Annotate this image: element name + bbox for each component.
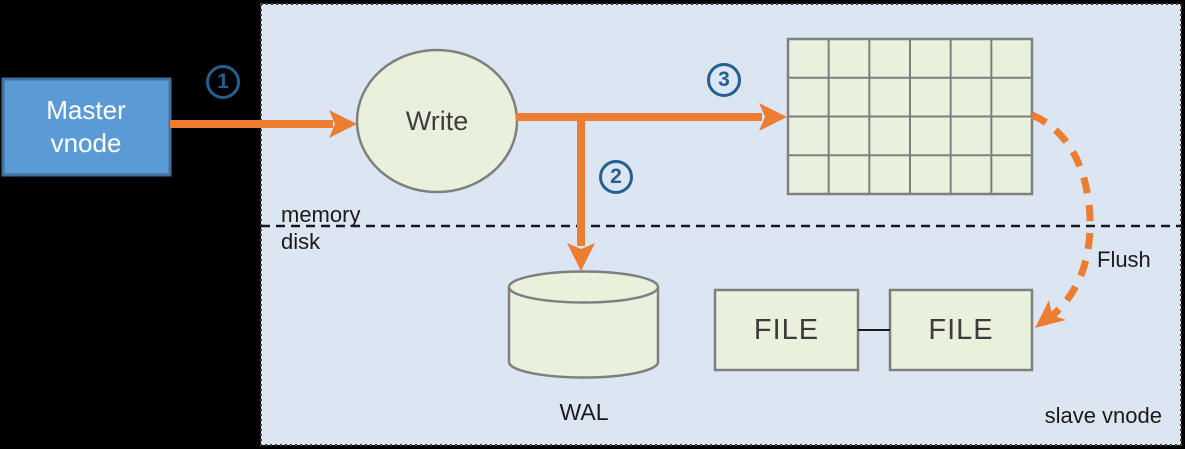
memtable-grid-lines (788, 39, 1032, 194)
disk-label: disk (281, 229, 321, 254)
wal-label: WAL (559, 399, 609, 425)
step-3-number: 3 (718, 68, 730, 91)
master-vnode-label-line1: Master (46, 95, 126, 125)
arrow-step3 (516, 103, 787, 131)
master-vnode-box (1, 77, 172, 177)
step-2-badge: 2 (599, 160, 633, 194)
file-box-1 (713, 288, 860, 372)
step-1-number: 1 (217, 70, 229, 93)
slave-vnode-label: slave vnode (1044, 403, 1162, 428)
master-vnode-label: Master vnode (2, 79, 170, 175)
step-2-number: 2 (610, 165, 622, 188)
master-vnode-label-line2: vnode (50, 128, 122, 158)
flush-arrow (1030, 111, 1094, 328)
memtable-grid (786, 37, 1034, 196)
arrow-step2 (567, 113, 595, 271)
write-node-label: Write (405, 105, 469, 136)
arrow-step1 (170, 110, 357, 138)
flush-label: Flush (1097, 247, 1151, 272)
memory-label: memory (281, 202, 361, 227)
file-box-2 (888, 288, 1034, 372)
step-3-badge: 3 (707, 63, 741, 97)
file-box-2-label: FILE (928, 313, 994, 346)
file-box-1-label: FILE (753, 313, 820, 346)
wal-cylinder (507, 270, 660, 379)
step-1-badge: 1 (206, 65, 240, 99)
